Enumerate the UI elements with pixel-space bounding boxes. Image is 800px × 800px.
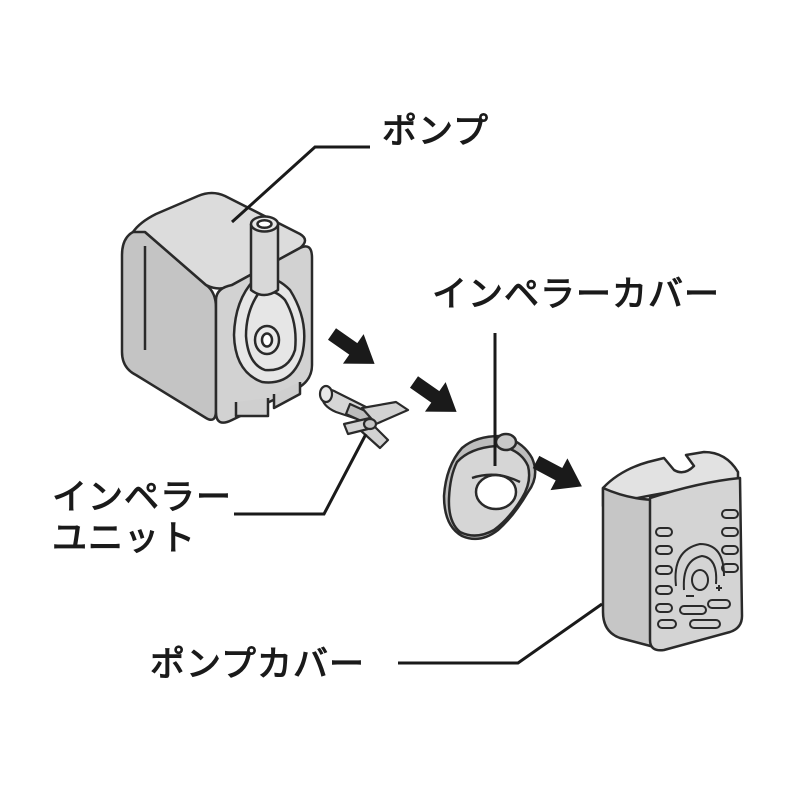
arrow-icon — [321, 319, 385, 379]
impeller-unit — [318, 384, 410, 450]
impeller-unit-label-line1: インペラー — [52, 478, 233, 518]
leader-line-impeller-unit — [234, 433, 368, 516]
pump-unit — [120, 191, 314, 424]
pump-cover-label: ポンプカバー — [150, 645, 365, 685]
leader-line-pump — [230, 145, 370, 224]
impeller-cover — [442, 432, 537, 541]
arrow-icon — [527, 446, 591, 503]
arrow-icon — [403, 367, 467, 427]
impeller-cover-label: インペラーカバー — [432, 275, 721, 315]
pump-label: ポンプ — [382, 112, 489, 152]
impeller-unit-label-line2: ユニット — [52, 519, 197, 560]
impeller-unit-label: インペラー ユニット — [52, 478, 232, 561]
leader-line-pump-cover — [398, 602, 603, 665]
pump-cover-vents — [655, 509, 739, 629]
